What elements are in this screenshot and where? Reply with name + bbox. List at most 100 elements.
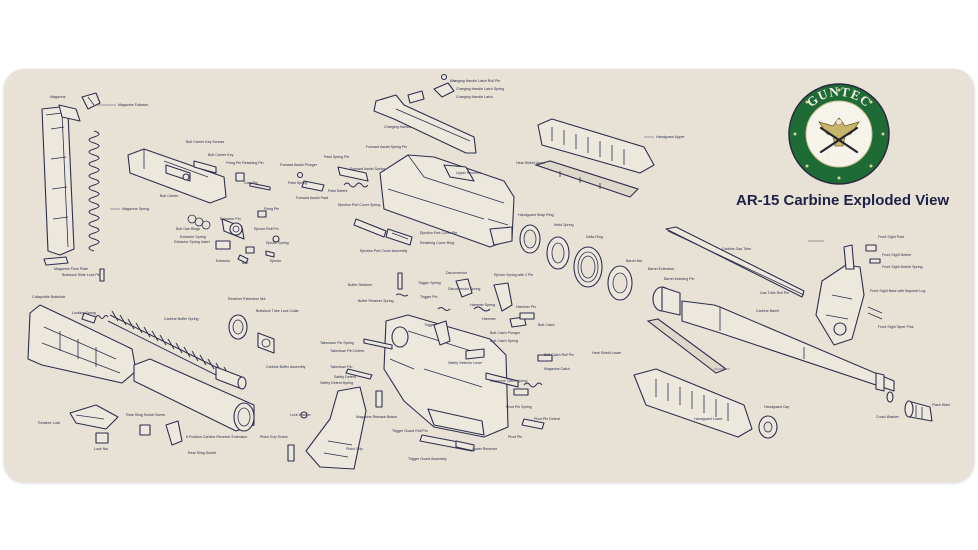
magazine-spring-drawing: [88, 130, 100, 252]
part-label: Forward Assist Spring Pin: [366, 145, 408, 149]
delta-ring-drawing: [573, 246, 603, 288]
eagle-icon: [818, 117, 860, 147]
part-label: Flash Hider: [932, 403, 951, 407]
part-label: Bolt Catch Roll Pin: [544, 353, 574, 357]
handguard-cap-drawing: [758, 415, 778, 439]
part-label: Cam Pin: [244, 181, 258, 185]
part-label: Bolt Catch Spring: [490, 339, 518, 343]
part-label: Charging Handle: [384, 125, 411, 129]
trigger-group-drawing: [433, 278, 535, 346]
part-label: Safety Detent: [334, 375, 356, 379]
part-label: Handguard Cap: [764, 405, 790, 409]
part-label: Barrel Nut: [626, 259, 643, 263]
charging-handle-latch-drawing: [433, 73, 455, 98]
part-label: Crush Washer: [876, 415, 899, 419]
part-label: Magazine Follower: [118, 103, 149, 107]
part-label: Charging Handle Latch: [456, 95, 493, 99]
part-label: Lock Nut: [94, 447, 109, 451]
bolt-carrier-drawing: [127, 148, 227, 204]
retainer-lock-drawing: [69, 404, 119, 430]
part-label: Carbine Buffer Spring: [164, 317, 199, 321]
part-label: Disconnector: [446, 271, 467, 275]
part-label: Trigger Spring: [418, 281, 441, 285]
collapsible-buttstock-drawing: [27, 304, 137, 384]
part-label: Bolt Carrier: [160, 194, 179, 198]
armorer-mat: GUNTEC USA AR-15 Carbine Exploded View M…: [4, 69, 974, 482]
logo-bottom-text: USA: [824, 149, 853, 166]
rear-sling-swivel-drawing: [165, 420, 183, 446]
part-label: Front Sight Base with Bayonet Lug: [870, 289, 926, 293]
part-label: Ejector: [270, 259, 282, 263]
pistol-grip-screw-drawing: [287, 444, 295, 462]
part-label: Magazine Spring: [122, 207, 149, 211]
part-label: Disconnector Spring: [448, 287, 481, 291]
part-label: Handguard Lower: [694, 417, 723, 421]
part-label: Takedown Pin: [330, 365, 353, 369]
part-label: Carbine Buffer Assembly: [266, 365, 306, 369]
part-label: Gas Tube Roll Pin: [760, 291, 789, 295]
magazine-floor-plate-drawing: [43, 256, 69, 266]
weld-spring-drawing: [546, 236, 570, 270]
magazine-follower-drawing: [81, 92, 101, 110]
ejection-port-cover-drawing: [353, 218, 413, 246]
front-sight-base-drawing: [815, 244, 865, 346]
bolt-gas-rings-drawing: [187, 214, 211, 230]
bolt-carrier-key-drawing: [193, 160, 217, 174]
lock-washer-drawing: [300, 411, 308, 419]
part-label: Bolt Carrier Key Screws: [186, 140, 225, 144]
flash-hider-drawing: [904, 400, 933, 422]
part-label: Ejection Port Cover Assembly: [360, 249, 408, 253]
part-label: Upper Receiver: [456, 171, 481, 175]
part-label: Front Sight Detent Spring: [882, 265, 923, 269]
part-label: Bolt Gas Rings: [176, 227, 200, 231]
part-label: Ejection Port Cover Pin: [420, 231, 458, 235]
part-label: Safety Selector Lever: [448, 361, 483, 365]
part-label: Bolt Carrier Key: [208, 153, 234, 157]
handguard-snap-ring-drawing: [519, 224, 541, 254]
part-label: Hammer: [482, 317, 496, 321]
part-label: Pivot Pin: [508, 435, 523, 439]
part-label: Buffer Retainer: [348, 283, 373, 287]
part-label: Extractor: [216, 259, 231, 263]
carbine-barrel-drawing: [681, 300, 895, 392]
lower-receiver-drawing: [383, 314, 509, 438]
barrel-extension-drawing: [652, 286, 681, 316]
bolt-drawing: [221, 218, 245, 240]
part-label: Trigger: [424, 323, 436, 327]
part-label: Weld Spring: [554, 223, 574, 227]
handguard-lower-drawing: [633, 368, 753, 438]
part-label: Forward Assist Plunger: [280, 163, 317, 167]
crush-washer-drawing: [886, 391, 894, 403]
part-label: Heat Shield Upper: [516, 161, 546, 165]
part-label: Charging Handle Latch Roll Pin: [450, 79, 501, 83]
part-label: Front Sight Post: [878, 235, 904, 239]
lock-collar-drawing: [257, 332, 275, 354]
part-label: Collapsible Buttstock: [32, 295, 66, 299]
buttstock-lock-parts-drawing: [81, 268, 109, 324]
part-label: Forward Assist Spring: [350, 167, 385, 171]
part-label: Takedown Pin Spring: [320, 341, 354, 345]
part-label: Pivot Pin Detent: [534, 417, 560, 421]
part-label: Pawl Spring: [288, 181, 308, 185]
part-label: Rear Sling Swivel: [188, 451, 217, 455]
part-label: Magazine Release Button: [356, 415, 398, 419]
part-label: Ejector Spring: [266, 241, 289, 245]
small-bolt-parts-drawing: [215, 172, 280, 264]
part-label: Barrel Indexing Pin: [664, 277, 695, 281]
front-sight-small-parts-drawing: [865, 244, 883, 320]
part-label: Extractor Spring: [180, 235, 206, 239]
part-label: Pawl Spring Pin: [324, 155, 350, 159]
part-label: Lock Washer: [290, 413, 311, 417]
part-label: Heat Shield Lower: [592, 351, 622, 355]
part-label: Trigger Pin: [420, 295, 438, 299]
crossed-rifles-icon: [819, 126, 859, 154]
part-label: Hammer Spring: [470, 303, 496, 307]
diagram-title: AR-15 Carbine Exploded View: [736, 192, 950, 209]
part-label: Handguard Snap Ring: [518, 213, 554, 217]
part-label: Buttstock Slide Lock Pin: [62, 273, 101, 277]
part-label: Ejector Roll Pin: [254, 227, 279, 231]
part-label: Ejector Spring with 2 Pin: [494, 273, 534, 277]
barrel-nut-drawing: [607, 265, 633, 301]
lock-nut-drawing: [95, 432, 109, 444]
guntec-logo: GUNTEC USA: [787, 82, 891, 186]
